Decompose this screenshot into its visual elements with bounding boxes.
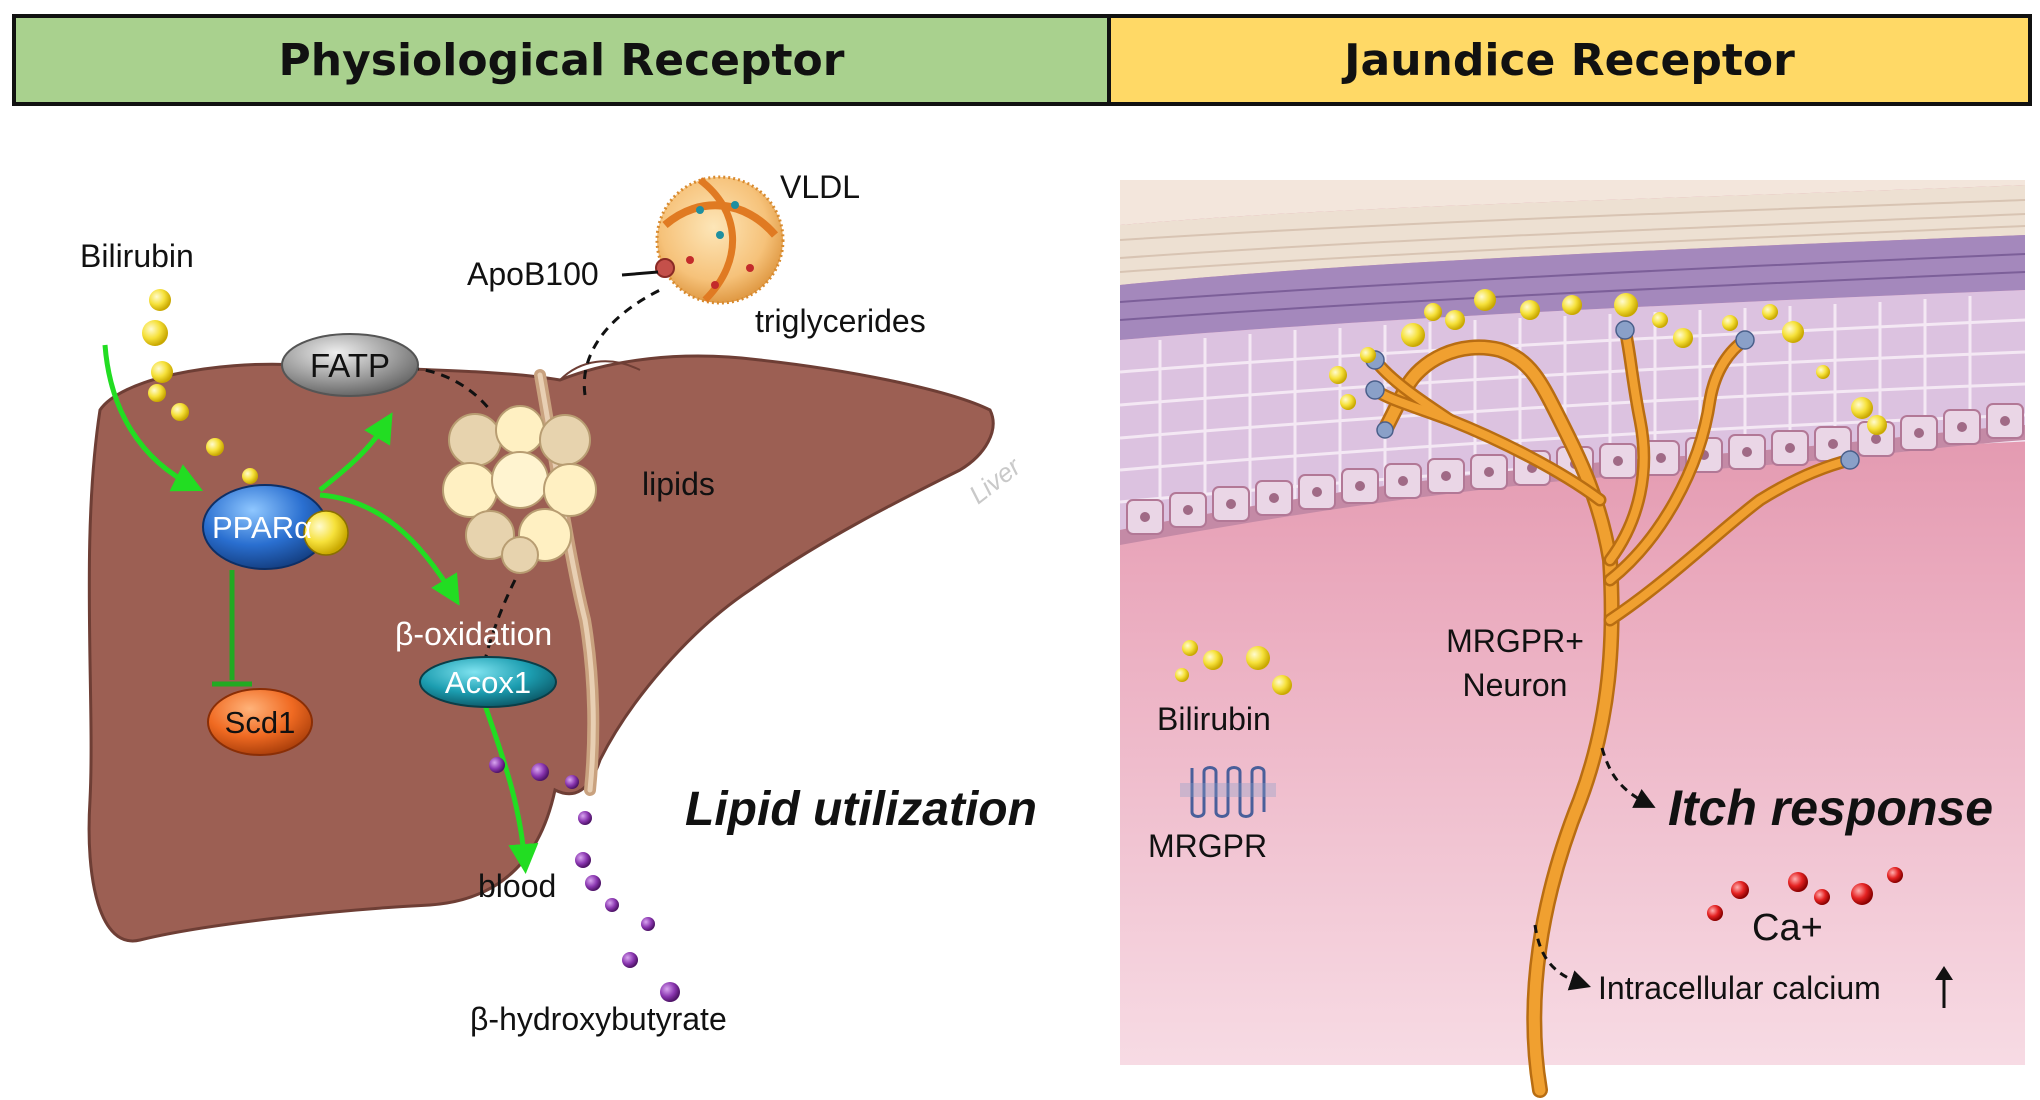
vldl-particle bbox=[655, 175, 785, 305]
bilirubin-label-skin: Bilirubin bbox=[1157, 701, 1271, 737]
bilirubin-dots-left bbox=[142, 289, 258, 484]
beta-oxidation-label: β-oxidation bbox=[395, 616, 552, 652]
hydroxybutyrate-label: β-hydroxybutyrate bbox=[470, 1001, 727, 1037]
calcium-label: Ca+ bbox=[1752, 907, 1823, 949]
scd1-node: Scd1 bbox=[207, 688, 313, 756]
bilirubin-ppar-arrow bbox=[102, 344, 204, 492]
calcium-dots bbox=[1707, 867, 1903, 921]
bilirubin-dots-skin bbox=[1329, 289, 1887, 435]
lipid-cluster bbox=[442, 405, 597, 574]
apob100-leader bbox=[621, 270, 659, 277]
acox-blood-arrow bbox=[482, 704, 539, 874]
ppar-fatp-arrow bbox=[318, 412, 393, 492]
fatp-lipid-dashed bbox=[409, 366, 492, 411]
header-jaundice-receptor: Jaundice Receptor bbox=[1107, 14, 2032, 106]
up-arrow-icon bbox=[1935, 966, 1953, 1008]
neuron-label-line1: MRGPR+ bbox=[1446, 623, 1584, 659]
acox1-node: Acox1 bbox=[419, 656, 557, 708]
apob100-label: ApoB100 bbox=[467, 256, 599, 292]
triglycerides-label: triglycerides bbox=[755, 303, 926, 339]
blood-label: blood bbox=[478, 868, 556, 904]
mrgpr-receptor-icon bbox=[1180, 766, 1276, 818]
ppar-acox-arrow bbox=[319, 492, 460, 606]
fatp-node: FATP bbox=[281, 333, 419, 397]
intracellular-calcium-label: Intracellular calcium bbox=[1598, 970, 1881, 1006]
lipid-vldl-dashed bbox=[582, 288, 661, 396]
ppar-alpha-node: PPARα bbox=[202, 484, 349, 570]
fatp-label: FATP bbox=[310, 347, 390, 384]
scd1-label: Scd1 bbox=[225, 705, 296, 740]
acox1-label: Acox1 bbox=[445, 665, 531, 700]
vldl-label: VLDL bbox=[780, 169, 860, 205]
itch-arrow bbox=[1600, 747, 1656, 808]
ppar-alpha-label: PPARα bbox=[212, 510, 312, 545]
bilirubin-legend-dots bbox=[1175, 640, 1292, 695]
calcium-arrow bbox=[1533, 924, 1591, 991]
mrgpr-neuron bbox=[1365, 320, 1860, 1098]
lipids-label: lipids bbox=[642, 466, 715, 502]
lipid-utilization-label: Lipid utilization bbox=[685, 783, 1037, 836]
skin-section bbox=[1120, 180, 2025, 1065]
header-physiological-receptor: Physiological Receptor bbox=[12, 14, 1111, 106]
neuron-label-line2: Neuron bbox=[1463, 667, 1568, 703]
mrgpr-label: MRGPR bbox=[1148, 828, 1267, 864]
hydroxybutyrate-dots bbox=[489, 757, 680, 1002]
itch-response-label: Itch response bbox=[1668, 780, 1993, 836]
bilirubin-label-left: Bilirubin bbox=[80, 238, 194, 274]
